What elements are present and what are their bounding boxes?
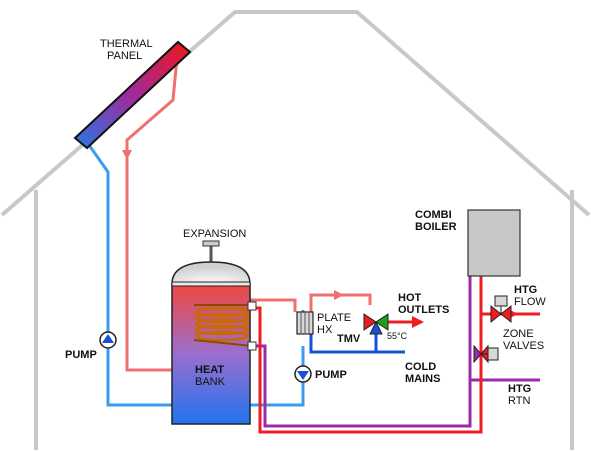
label-hx: HX (317, 324, 333, 336)
plate-hx-icon (296, 311, 314, 335)
expansion-vessel (202, 240, 220, 262)
label-combi-line1: COMBI (415, 209, 452, 221)
combi-boiler (467, 209, 521, 277)
label-expansion: EXPANSION (183, 228, 246, 240)
tmv-valve-icon (363, 313, 389, 335)
label-pump-left: PUMP (65, 349, 97, 361)
cold-mains-pipe (309, 332, 405, 354)
label-thermal-panel-line2: PANEL (107, 50, 142, 62)
coil-connection-bottom (247, 341, 257, 351)
heat-exchanger-coil (193, 304, 253, 347)
label-pump-right: PUMP (315, 369, 347, 381)
hx-flow-arrow (334, 290, 344, 300)
label-htg-flow-line1: HTG (514, 284, 537, 296)
hot-outlet-arrow (412, 316, 424, 328)
label-htg-rtn-line1: HTG (508, 383, 531, 395)
label-bank: BANK (195, 376, 226, 388)
label-plate: PLATE (317, 312, 351, 324)
label-zone-valves-line1: ZONE (503, 328, 534, 340)
label-hot-outlets-line2: OUTLETS (398, 304, 449, 316)
thermal-panel (73, 40, 192, 150)
label-cold-mains-line1: COLD (405, 361, 436, 373)
zone-valve-return-icon (473, 344, 499, 364)
label-cold-mains-line2: MAINS (405, 373, 440, 385)
label-combi-line2: BOILER (415, 221, 457, 233)
label-temperature: 55°C (387, 331, 408, 341)
label-htg-flow-line2: FLOW (514, 296, 546, 308)
pump-right-icon (294, 365, 312, 383)
store-to-hx-pipe (250, 293, 372, 312)
label-htg-rtn-line2: RTN (508, 395, 530, 407)
pump-left-icon (99, 331, 117, 349)
flow-arrow-down (122, 150, 132, 160)
zone-valve-flow-icon (490, 295, 512, 324)
label-tmv: TMV (337, 333, 361, 345)
coil-connection-top (247, 301, 257, 311)
label-thermal-panel-line1: THERMAL (100, 38, 153, 50)
label-hot-outlets-line1: HOT (398, 292, 422, 304)
label-heat: HEAT (195, 364, 224, 376)
heat-bank-tank (171, 261, 251, 425)
solar-flow-pipe (125, 57, 188, 372)
label-zone-valves-line2: VALVES (503, 340, 544, 352)
